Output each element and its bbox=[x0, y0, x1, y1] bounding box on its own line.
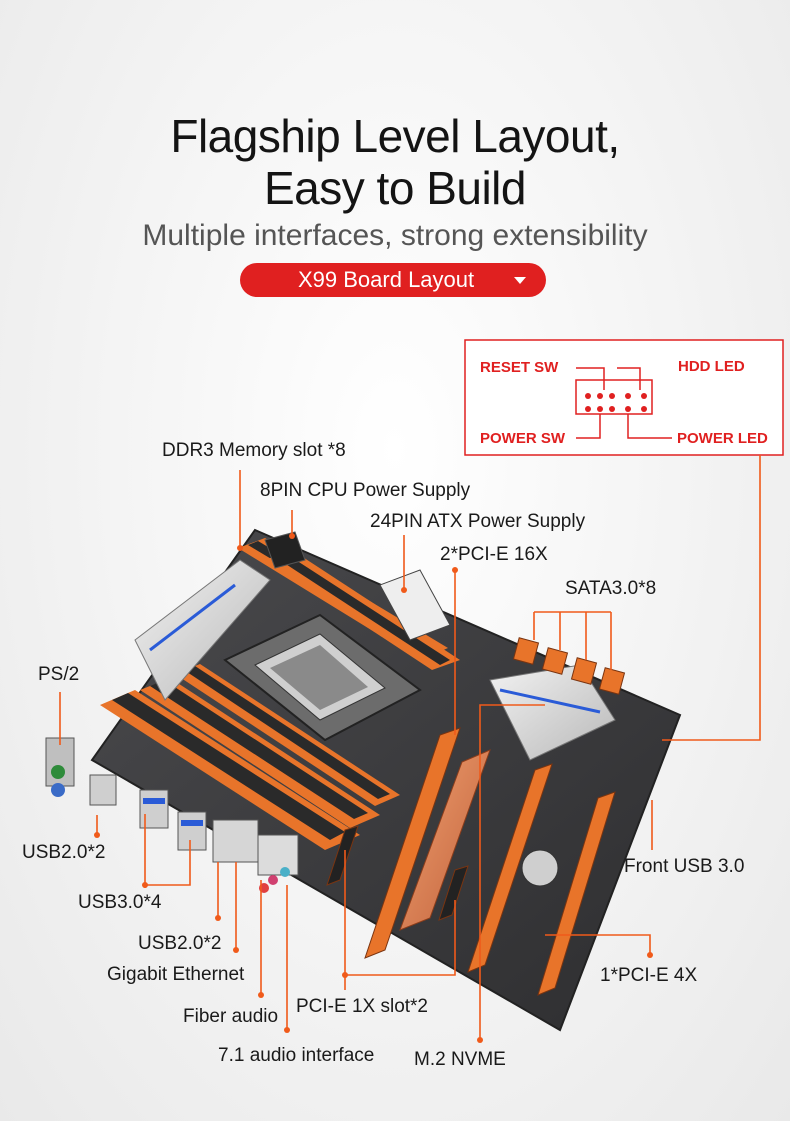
atx-connector bbox=[379, 569, 451, 641]
leader-dots bbox=[94, 533, 653, 1043]
ps2-label: PS/2 bbox=[38, 664, 80, 685]
pcie-slots bbox=[326, 727, 616, 996]
pcie16-label: 2*PCI-E 16X bbox=[440, 544, 548, 565]
board-layout-button[interactable]: X99 Board Layout bbox=[240, 263, 546, 297]
power-sw-label: POWER SW bbox=[480, 430, 565, 447]
audio71-label: 7.1 audio interface bbox=[218, 1045, 375, 1066]
cpu-power-connector bbox=[264, 531, 306, 569]
vrm-heatsink bbox=[134, 559, 271, 701]
ddr3-slots-left bbox=[100, 664, 400, 850]
power-led-label: POWER LED bbox=[677, 430, 768, 447]
usb20-label-a: USB2.0*2 bbox=[22, 842, 106, 863]
cpu-power-label: 8PIN CPU Power Supply bbox=[260, 480, 471, 501]
ddr3-label: DDR3 Memory slot *8 bbox=[162, 440, 346, 461]
front-panel-box bbox=[464, 339, 784, 456]
pcie4x-label: 1*PCI-E 4X bbox=[600, 965, 698, 986]
atx-power-label: 24PIN ATX Power Supply bbox=[370, 511, 586, 532]
chevron-down-icon bbox=[514, 277, 526, 284]
usb30-label: USB3.0*4 bbox=[78, 892, 162, 913]
sata-ports bbox=[512, 637, 626, 695]
board-layout-button-label: X99 Board Layout bbox=[298, 267, 475, 292]
page-subtitle: Multiple interfaces, strong extensibilit… bbox=[142, 219, 648, 252]
pcie1x-label: PCI-E 1X slot*2 bbox=[296, 996, 428, 1017]
usb20-label-b: USB2.0*2 bbox=[138, 933, 222, 954]
sata-label: SATA3.0*8 bbox=[565, 578, 657, 599]
cmos-battery bbox=[521, 849, 559, 887]
page-title-line1: Flagship Level Layout, bbox=[170, 110, 620, 162]
front-panel-pins bbox=[575, 367, 672, 439]
reset-sw-label: RESET SW bbox=[480, 359, 559, 376]
front-usb-label: Front USB 3.0 bbox=[624, 856, 745, 877]
fiber-audio-label: Fiber audio bbox=[183, 1006, 279, 1027]
rear-io bbox=[45, 737, 299, 893]
cpu-socket bbox=[223, 613, 422, 742]
gigabit-label: Gigabit Ethernet bbox=[107, 964, 245, 985]
hdd-led-label: HDD LED bbox=[678, 358, 745, 375]
leader-lines bbox=[59, 455, 761, 1040]
page-title-line2: Easy to Build bbox=[264, 162, 526, 214]
m2-label: M.2 NVME bbox=[414, 1049, 506, 1070]
